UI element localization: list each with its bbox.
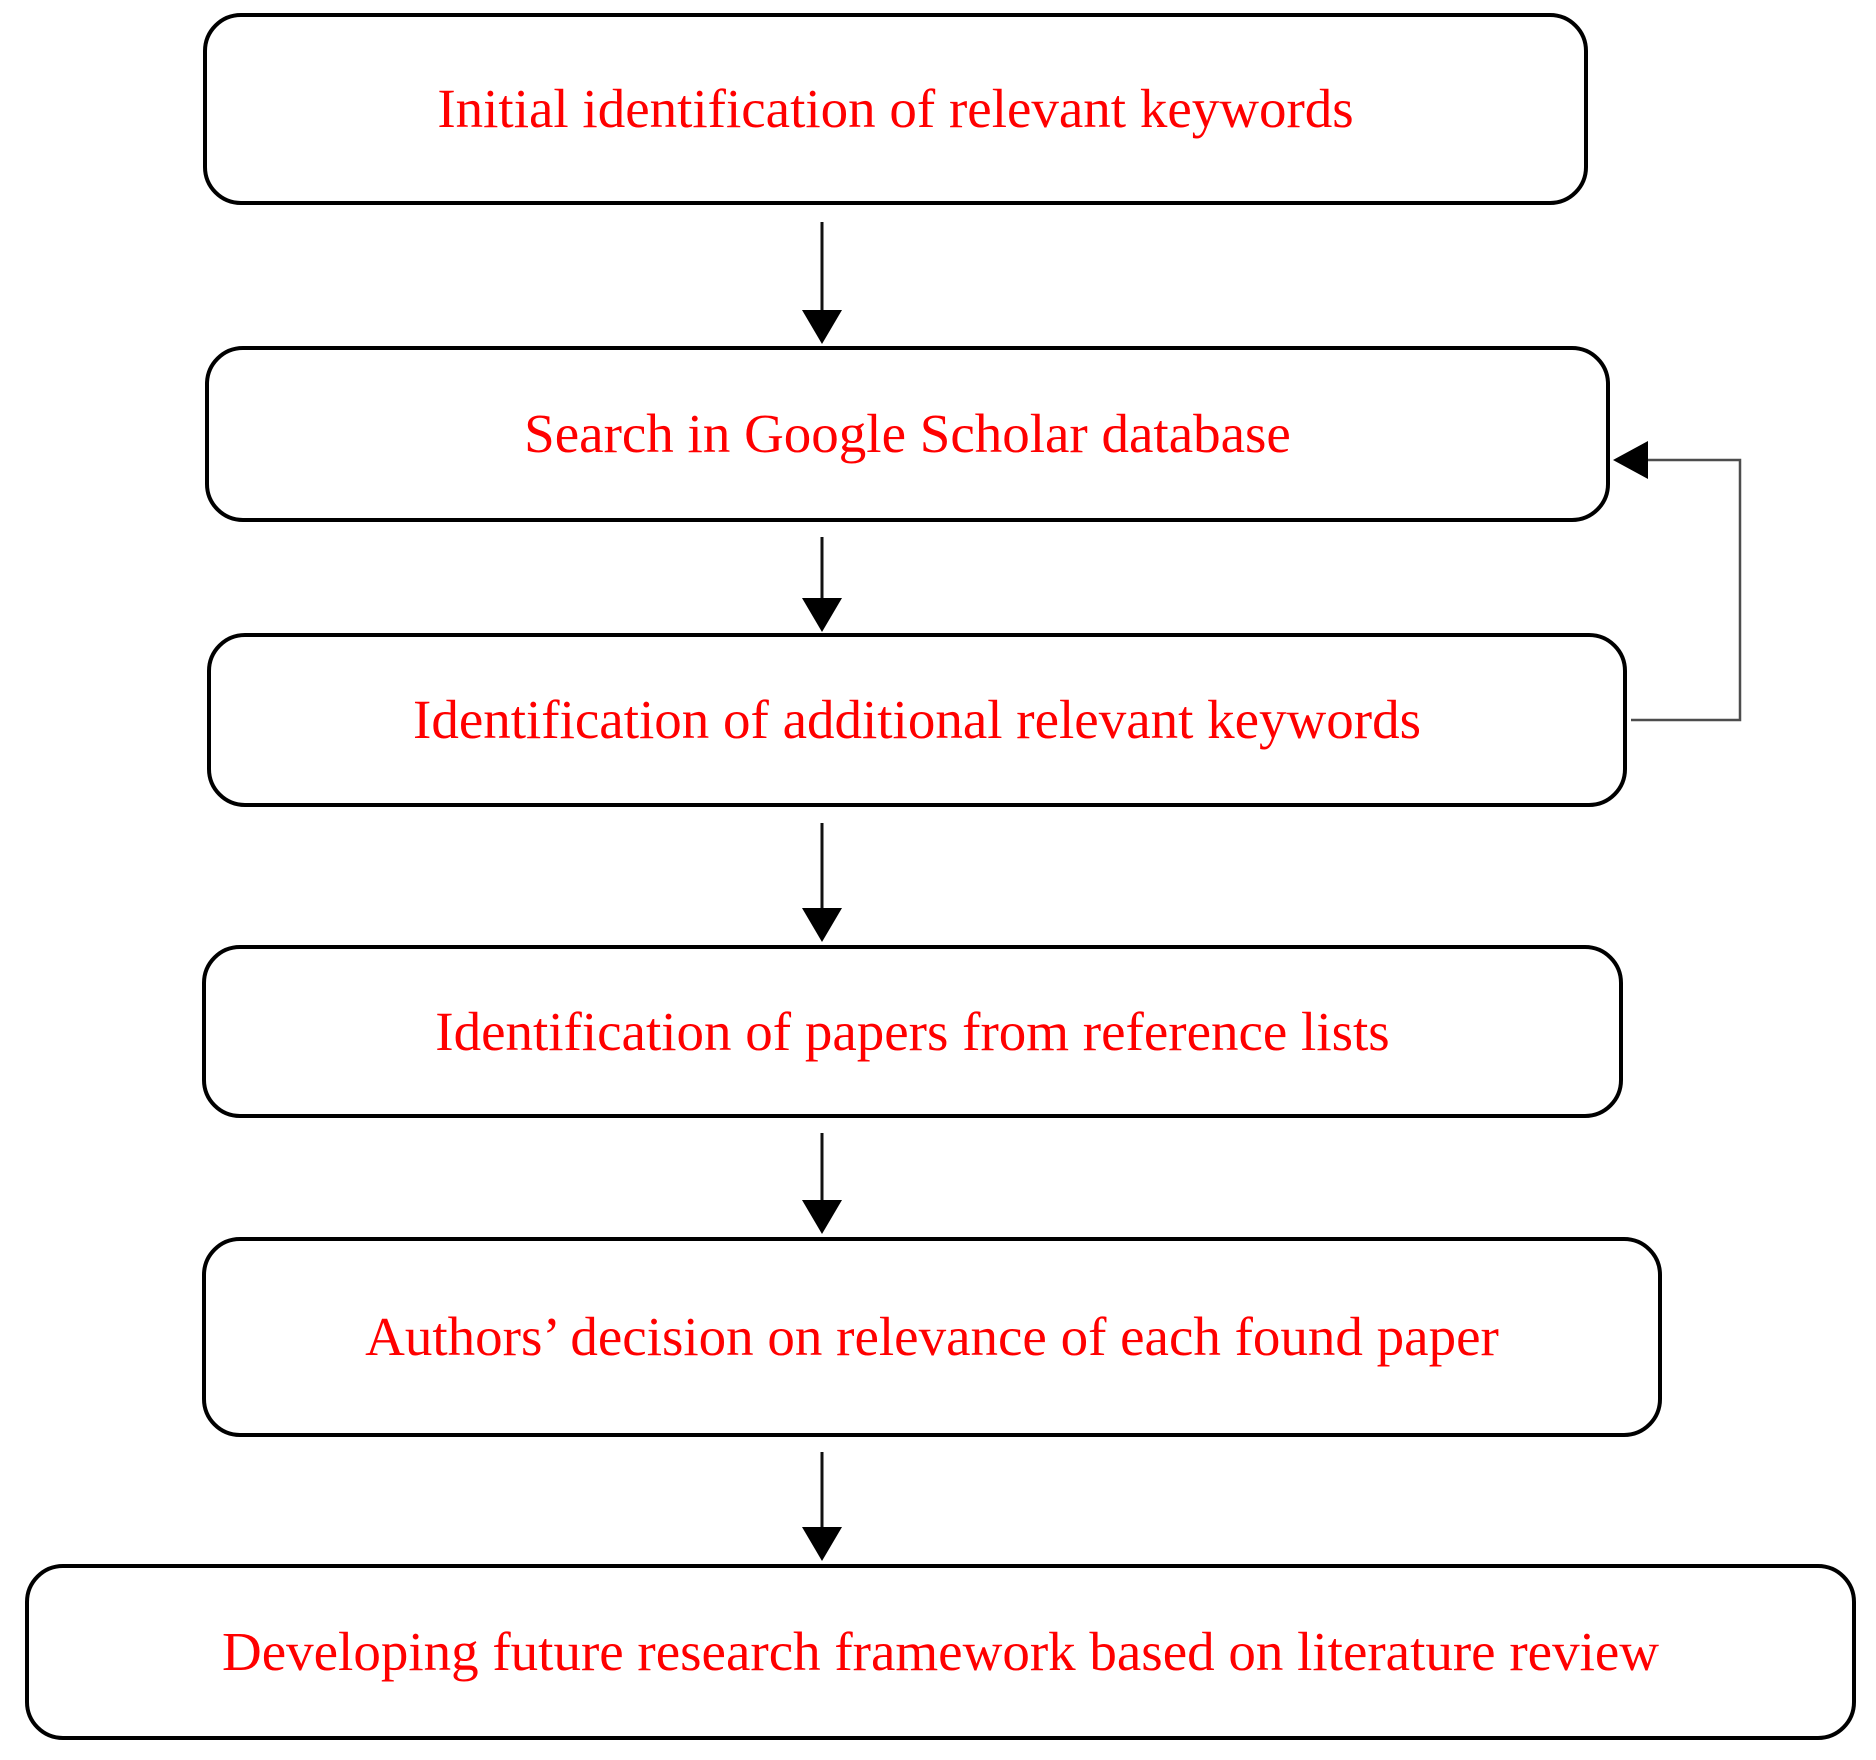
flow-box-initial-keywords-label: Initial identification of relevant keywo… (437, 78, 1354, 140)
feedback-loop-line (1631, 458, 1742, 722)
arrow-4-arrowhead-icon (802, 1200, 842, 1234)
feedback-loop-arrowhead-icon (1613, 441, 1648, 479)
flow-box-additional-keywords: Identification of additional relevant ke… (207, 633, 1627, 807)
flow-box-search-google-scholar-label: Search in Google Scholar database (524, 403, 1291, 465)
flow-box-papers-reference-lists: Identification of papers from reference … (202, 945, 1623, 1118)
arrow-1-arrowhead-icon (802, 310, 842, 344)
flow-box-initial-keywords: Initial identification of relevant keywo… (203, 13, 1588, 205)
flow-box-search-google-scholar: Search in Google Scholar database (205, 346, 1610, 522)
arrow-2-arrowhead-icon (802, 598, 842, 632)
flow-box-papers-reference-lists-label: Identification of papers from reference … (435, 1000, 1390, 1062)
flow-box-develop-framework: Developing future research framework bas… (25, 1564, 1856, 1740)
flow-box-authors-decision-label: Authors’ decision on relevance of each f… (365, 1306, 1499, 1368)
arrow-5-arrowhead-icon (802, 1527, 842, 1561)
flow-box-authors-decision: Authors’ decision on relevance of each f… (202, 1237, 1662, 1437)
arrow-3-arrowhead-icon (802, 908, 842, 942)
flow-box-develop-framework-label: Developing future research framework bas… (222, 1621, 1659, 1683)
flow-box-additional-keywords-label: Identification of additional relevant ke… (413, 689, 1421, 751)
